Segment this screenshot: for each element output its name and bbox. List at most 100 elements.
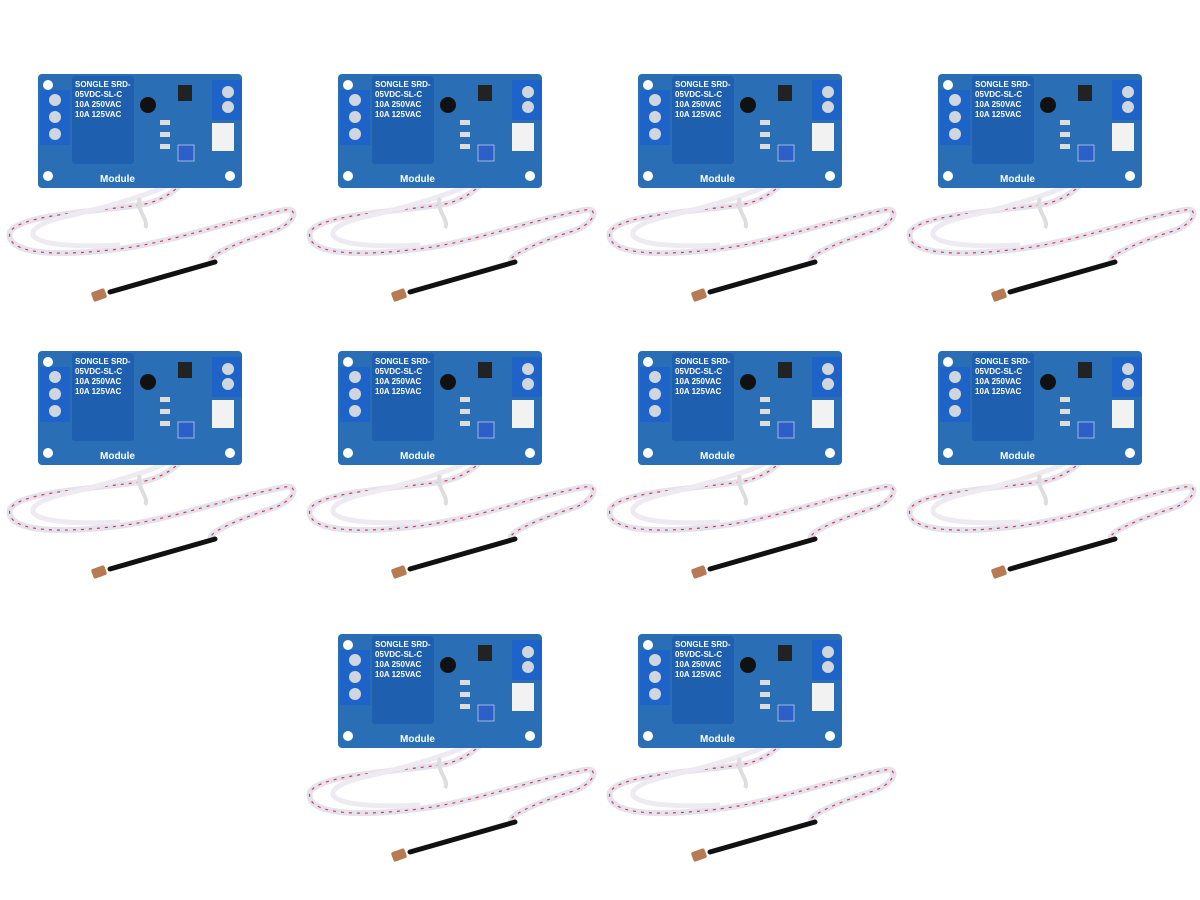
terminal-screw [49, 405, 61, 417]
sensor-sleeve [707, 819, 818, 855]
mounting-hole [43, 448, 53, 458]
relay-label-area: SONGLE SRD-05VDC-SL-C 10A 250VAC 10A 125… [675, 80, 731, 119]
sensor-connector [212, 123, 234, 151]
power-terminal-block [812, 80, 842, 120]
chip [478, 362, 492, 378]
resistor [160, 144, 170, 149]
relay-label-area: SONGLE SRD-05VDC-SL-C 10A 250VAC 10A 125… [75, 357, 131, 396]
power-terminal-block [1112, 80, 1142, 120]
cable-stripe [608, 416, 895, 540]
resistor [1060, 120, 1070, 125]
terminal-screw [949, 371, 961, 383]
cable-stripe [608, 139, 895, 263]
sensor-connector [1112, 123, 1134, 151]
resistor [460, 680, 470, 685]
relay-label-area: SONGLE SRD-05VDC-SL-C 10A 250VAC 10A 125… [975, 357, 1031, 396]
capacitor [1040, 374, 1056, 390]
terminal-screw [522, 378, 534, 390]
light-sensor [391, 848, 407, 862]
light-sensor [91, 288, 107, 302]
resistor [460, 692, 470, 697]
mounting-hole [43, 80, 53, 90]
power-terminal-block [212, 357, 242, 397]
capacitor [140, 374, 156, 390]
terminal-screw [522, 363, 534, 375]
relay-module-with-light-sensor: SONGLE SRD-05VDC-SL-C 10A 250VAC 10A 125… [306, 351, 597, 579]
terminal-screw [822, 661, 834, 673]
capacitor [740, 97, 756, 113]
potentiometer[interactable] [477, 421, 495, 439]
cable-tie [736, 757, 749, 790]
terminal-screw [949, 111, 961, 123]
power-terminal-block [1112, 357, 1142, 397]
board-marking: Module [1000, 174, 1035, 185]
potentiometer[interactable] [477, 144, 495, 162]
capacitor [1040, 97, 1056, 113]
sensor-connector [812, 123, 834, 151]
relay-marking: SONGLE SRD-05VDC-SL-C 10A 250VAC 10A 125… [375, 640, 431, 679]
cable-stripe [308, 699, 595, 823]
cable-tie [1036, 197, 1049, 230]
terminal-screw [49, 388, 61, 400]
mounting-hole [525, 448, 535, 458]
relay [672, 636, 734, 724]
power-terminal-block [212, 80, 242, 120]
sensor-sleeve [107, 259, 218, 295]
relay-label-area: SONGLE SRD-05VDC-SL-C 10A 250VAC 10A 125… [675, 357, 731, 396]
resistor [760, 692, 770, 697]
light-sensor [691, 848, 707, 862]
relay-label-area: SONGLE SRD-05VDC-SL-C 10A 250VAC 10A 125… [975, 80, 1031, 119]
terminal-screw [349, 371, 361, 383]
cable-stripe [308, 416, 595, 540]
board-marking: Module [700, 451, 735, 462]
relay [372, 76, 434, 164]
mounting-hole [943, 357, 953, 367]
board-marking: Module [700, 734, 735, 745]
terminal-screw [49, 371, 61, 383]
cable-tie [1036, 474, 1049, 507]
relay-module-with-light-sensor: SONGLE SRD-05VDC-SL-C 10A 250VAC 10A 125… [606, 74, 897, 302]
mounting-hole [825, 731, 835, 741]
resistor [160, 421, 170, 426]
terminal-screw [1122, 101, 1134, 113]
chip [178, 362, 192, 378]
relay-marking: SONGLE SRD-05VDC-SL-C 10A 250VAC 10A 125… [975, 80, 1031, 119]
potentiometer[interactable] [177, 421, 195, 439]
sensor-connector [512, 400, 534, 428]
sensor-sleeve [407, 536, 518, 572]
resistor [160, 409, 170, 414]
relay-label-area: SONGLE SRD-05VDC-SL-C 10A 250VAC 10A 125… [675, 640, 731, 679]
mounting-hole [943, 448, 953, 458]
resistor [160, 120, 170, 125]
potentiometer[interactable] [177, 144, 195, 162]
sensor-sleeve [1007, 259, 1118, 295]
relay-module-with-light-sensor: SONGLE SRD-05VDC-SL-C 10A 250VAC 10A 125… [6, 74, 297, 302]
board-marking: Module [400, 451, 435, 462]
terminal-screw [649, 94, 661, 106]
potentiometer[interactable] [777, 421, 795, 439]
relay [372, 636, 434, 724]
board-marking: Module [100, 174, 135, 185]
potentiometer[interactable] [777, 144, 795, 162]
relay-module-with-light-sensor: SONGLE SRD-05VDC-SL-C 10A 250VAC 10A 125… [606, 351, 897, 579]
power-terminal-block [512, 640, 542, 680]
chip [778, 645, 792, 661]
relay-marking: SONGLE SRD-05VDC-SL-C 10A 250VAC 10A 125… [675, 357, 731, 396]
potentiometer[interactable] [1077, 144, 1095, 162]
mounting-hole [825, 448, 835, 458]
terminal-screw [949, 128, 961, 140]
terminal-screw [1122, 378, 1134, 390]
potentiometer[interactable] [777, 704, 795, 722]
potentiometer[interactable] [1077, 421, 1095, 439]
resistor [160, 397, 170, 402]
resistor [1060, 421, 1070, 426]
cable-stripe [308, 139, 595, 263]
mounting-hole [43, 357, 53, 367]
relay [972, 76, 1034, 164]
potentiometer[interactable] [477, 704, 495, 722]
terminal-screw [522, 86, 534, 98]
cable-tie [436, 197, 449, 230]
mounting-hole [343, 357, 353, 367]
resistor [460, 704, 470, 709]
resistor [760, 144, 770, 149]
